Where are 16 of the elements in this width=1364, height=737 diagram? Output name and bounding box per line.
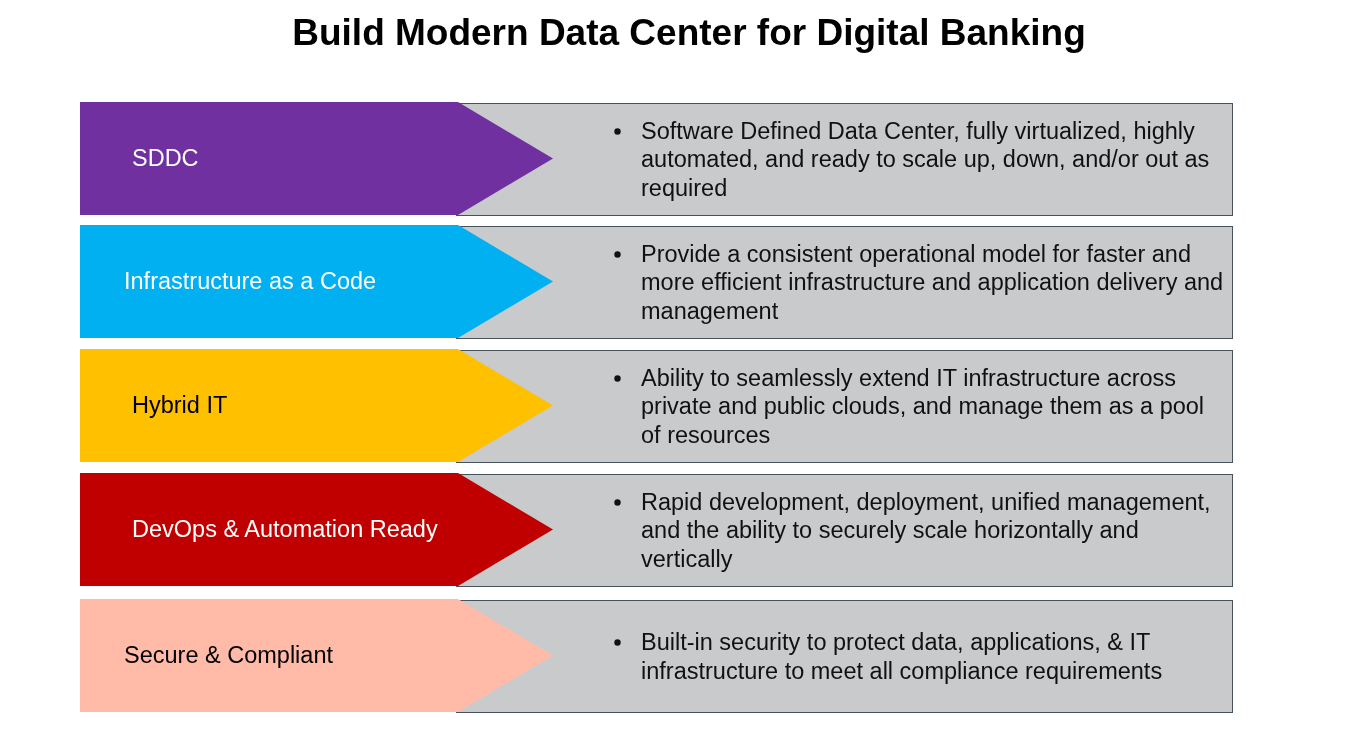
arrow-label: DevOps & Automation Ready	[131, 516, 438, 543]
bullet-text: Built-in security to protect data, applications, & IT infrastructure to meet all compliance requirements	[641, 628, 1227, 685]
description-panel	[456, 600, 1233, 713]
description-panel	[456, 474, 1233, 587]
arrow-label: SDDC	[131, 145, 199, 172]
title: Build Modern Data Center for Digital Banking	[291, 12, 1087, 54]
bullet-text: Provide a consistent operational model for faster and more efficient infrastructure and application delivery and management	[641, 239, 1227, 326]
arrow-label: Secure & Compliant	[123, 642, 333, 669]
description-panel	[456, 103, 1233, 216]
bullet-text: Software Defined Data Center, fully virtualized, highly automated, and ready to scale up, down, and/or out as required	[641, 116, 1227, 203]
description-panel	[456, 350, 1233, 463]
bullet-text: Ability to seamlessly extend IT infrastructure across private and public clouds, and manage them as a pool of resources	[641, 363, 1227, 450]
bullet-text: Rapid development, deployment, unified management, and the ability to securely scale horizontally and vertically	[641, 487, 1227, 574]
description-panel	[456, 226, 1233, 339]
arrow-label: Infrastructure as a Code	[123, 268, 377, 295]
arrow-label: Hybrid IT	[131, 392, 228, 419]
